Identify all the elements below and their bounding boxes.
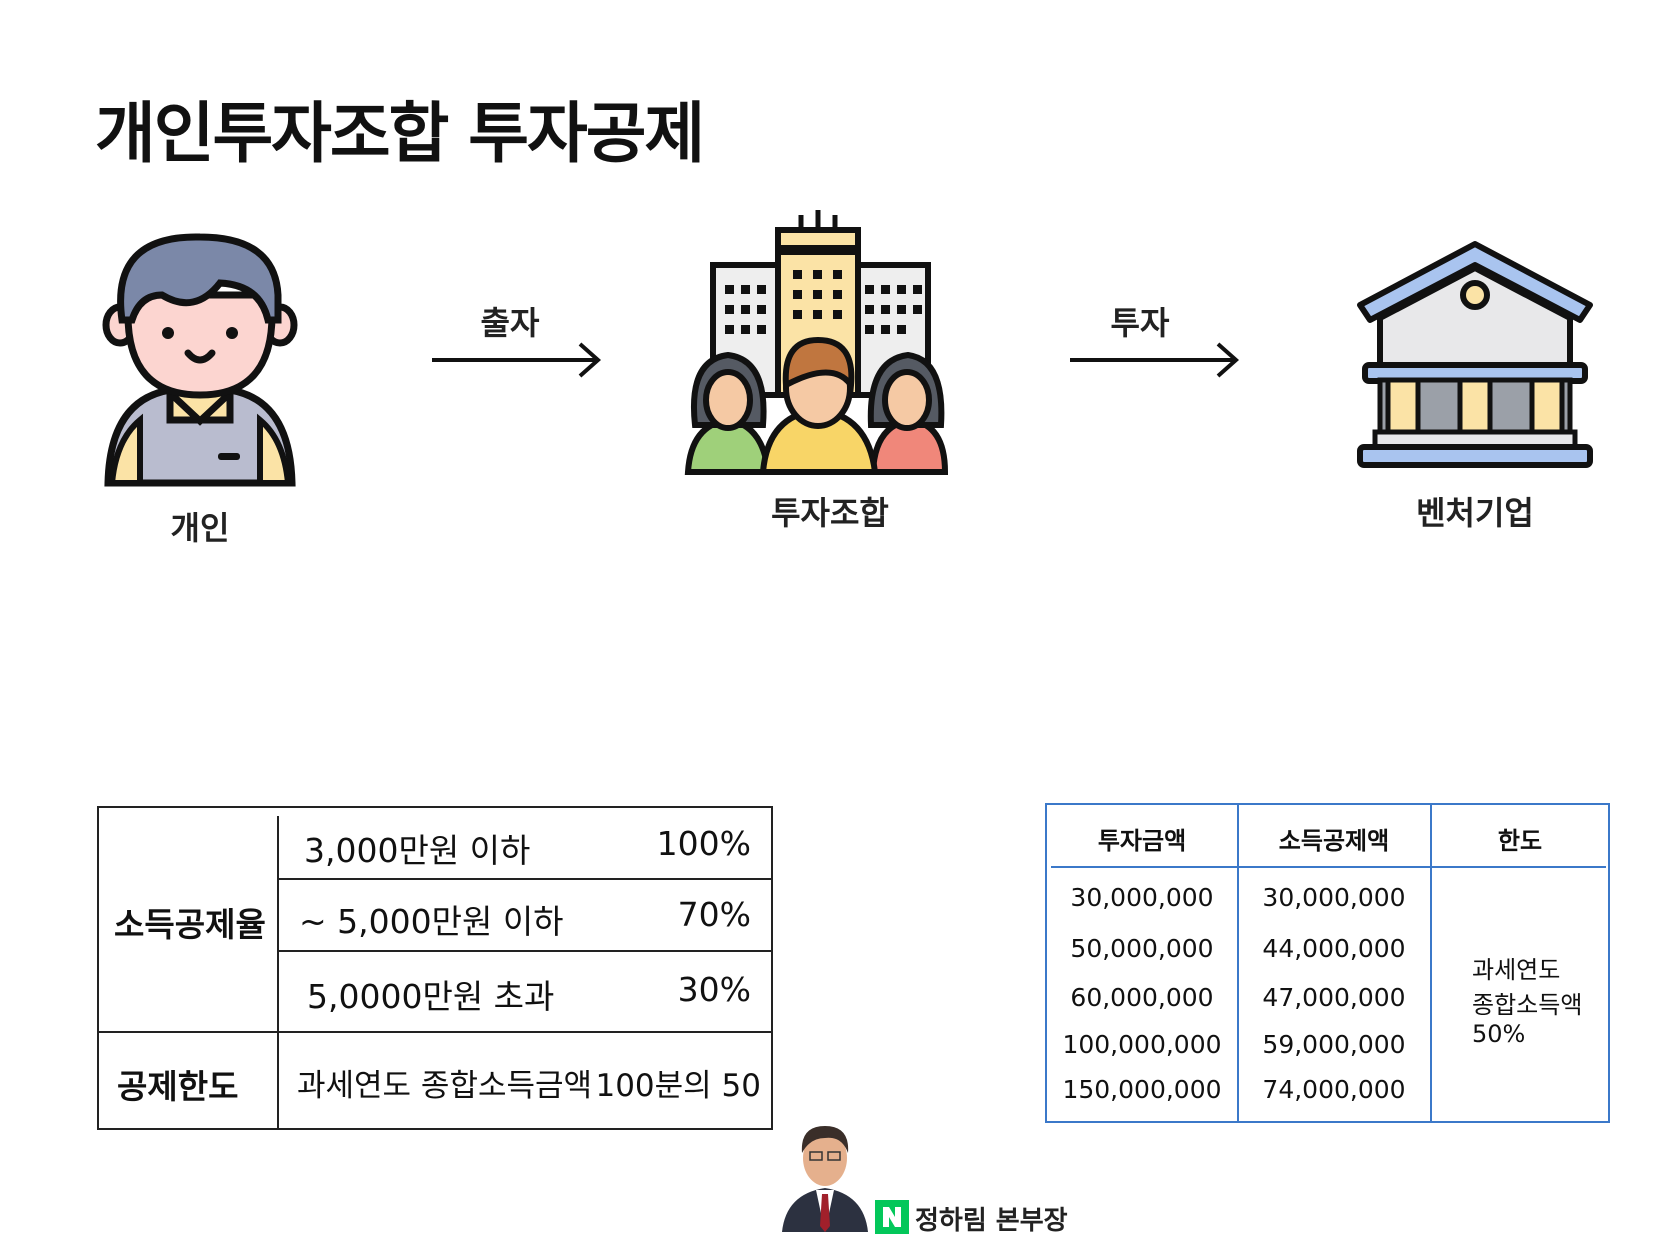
- page-title: 개인투자조합 투자공제: [95, 95, 705, 172]
- naver-badge-icon: [875, 1200, 909, 1238]
- limit-header: 공제한도: [117, 1067, 239, 1106]
- deduction-rate-table: 소득공제율 3,000만원 이하 100% ~ 5,000만원 이하 70% 5…: [97, 806, 773, 1130]
- limit-note-line-3: 50%: [1472, 1020, 1526, 1048]
- limit-note-line-1: 과세연도: [1472, 956, 1561, 984]
- rate-value-3: 30%: [677, 970, 751, 1009]
- investment-union-icon: [683, 210, 953, 484]
- header-limit: 한도: [1497, 827, 1543, 855]
- limit-value: 100분의 50: [595, 1068, 761, 1104]
- deduction-amount-cell: 74,000,000: [1262, 1075, 1406, 1104]
- node-label-person: 개인: [170, 509, 230, 547]
- header-deduction-amount: 소득공제액: [1278, 827, 1390, 855]
- node-label-venture: 벤처기업: [1416, 494, 1534, 532]
- rate-value-2: 70%: [677, 895, 751, 934]
- invest-amount-cell: 30,000,000: [1070, 883, 1214, 912]
- rate-range-2: ~ 5,000만원 이하: [299, 902, 564, 941]
- presenter-name: 정하림 본부장: [915, 1206, 1068, 1236]
- presenter-photo: [780, 1108, 870, 1236]
- arrow-right-icon: [430, 340, 605, 384]
- rate-value-1: 100%: [656, 824, 751, 863]
- rate-header: 소득공제율: [114, 905, 266, 944]
- deduction-amount-cell: 59,000,000: [1262, 1030, 1406, 1059]
- node-label-union: 투자조합: [771, 494, 889, 532]
- venture-company-building-icon: [1355, 240, 1595, 484]
- invest-amount-cell: 50,000,000: [1070, 934, 1214, 963]
- arrow-right-icon: [1068, 340, 1243, 384]
- person-icon: [100, 225, 300, 499]
- investment-amount-table: 투자금액 소득공제액 한도 30,000,000 30,000,000 50,0…: [1045, 803, 1610, 1123]
- arrow-label-contribution: 출자: [480, 304, 540, 342]
- deduction-amount-cell: 47,000,000: [1262, 983, 1406, 1012]
- rate-range-1: 3,000만원 이하: [304, 831, 531, 870]
- rate-range-3: 5,0000만원 초과: [307, 977, 555, 1016]
- limit-text: 과세연도 종합소득금액: [297, 1068, 593, 1104]
- deduction-amount-cell: 30,000,000: [1262, 883, 1406, 912]
- invest-amount-cell: 60,000,000: [1070, 983, 1214, 1012]
- deduction-amount-cell: 44,000,000: [1262, 934, 1406, 963]
- limit-note-line-2: 종합소득액: [1472, 991, 1583, 1019]
- invest-amount-cell: 100,000,000: [1062, 1030, 1222, 1059]
- arrow-label-investment: 투자: [1110, 304, 1170, 342]
- header-invest-amount: 투자금액: [1097, 827, 1187, 855]
- invest-amount-cell: 150,000,000: [1062, 1075, 1222, 1104]
